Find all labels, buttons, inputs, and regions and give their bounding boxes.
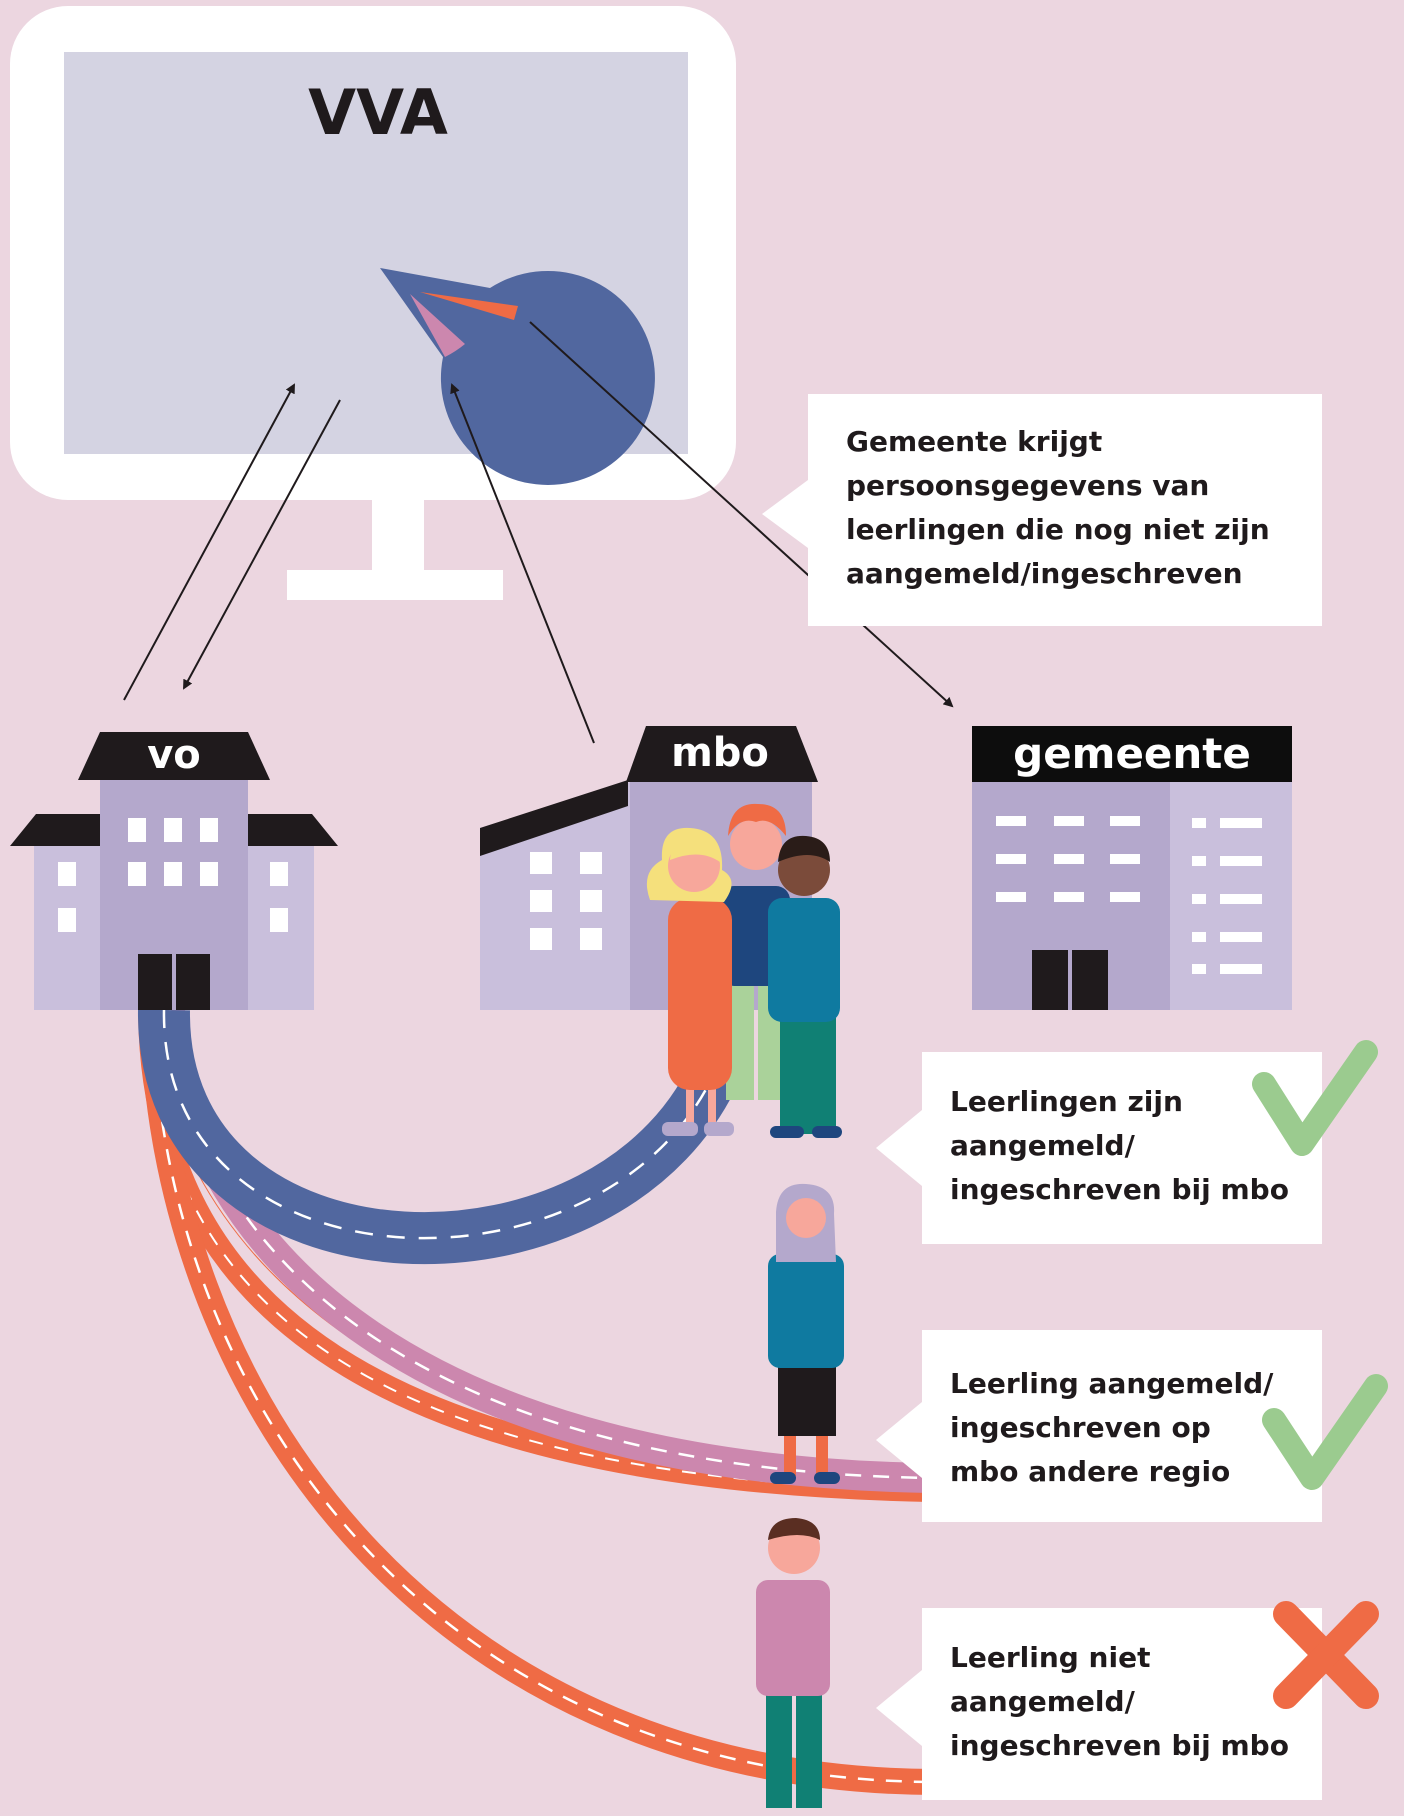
monitor-foot [287, 570, 503, 600]
person-pink-shirt [756, 1518, 830, 1808]
callout-gemeente: Gemeente krijgt persoonsgegevens van lee… [808, 394, 1322, 626]
callout-gemeente-text: Gemeente krijgt persoonsgegevens van lee… [846, 425, 1270, 590]
arrow-vva-to-gemeente [529, 321, 954, 708]
callout-pointer-not [876, 1670, 922, 1746]
road-mbo [137, 1009, 745, 1265]
screen-title: VVA [308, 76, 448, 149]
windows [530, 852, 602, 950]
windows [58, 818, 288, 932]
pie-slice-pink [410, 294, 465, 357]
windows [996, 816, 1262, 974]
callout-pointer-region [876, 1402, 922, 1478]
callout-mbo-registered: Leerlingen zijn aangemeld/ ingeschreven … [922, 1052, 1322, 1244]
building-gemeente: gemeente [972, 726, 1292, 1010]
pie-slice-main [380, 268, 655, 485]
roof-vo [78, 732, 270, 780]
pie-chart [380, 268, 655, 485]
label-gemeente: gemeente [1013, 729, 1251, 778]
roads-main [137, 1008, 936, 1795]
person-hijab [768, 1183, 844, 1484]
callout-other-region: Leerling aangemeld/ ingeschreven op mbo … [922, 1330, 1322, 1522]
label-mbo: mbo [671, 730, 769, 776]
students-group [646, 803, 842, 1138]
arrow-vo-to-vva [123, 383, 295, 701]
arrow-vva-to-vo [183, 399, 341, 690]
person-dark-boy [768, 835, 842, 1138]
building-vo: vo [10, 732, 338, 1010]
roof-left [10, 814, 100, 846]
callout-pointer-mbo [876, 1110, 922, 1186]
monitor-neck [372, 500, 424, 572]
monitor: VVA [10, 6, 736, 600]
callout-pointer-gemeente [762, 480, 808, 548]
person-blonde [646, 827, 734, 1136]
arrow-mbo-to-vva [450, 383, 595, 744]
callout-not-registered: Leerling niet aangemeld/ ingeschreven bi… [922, 1608, 1322, 1800]
label-vo: vo [147, 732, 201, 778]
callout-mbo-registered-text: Leerlingen zijn aangemeld/ ingeschreven … [950, 1085, 1289, 1206]
callout-other-region-text: Leerling aangemeld/ ingeschreven op mbo … [950, 1367, 1274, 1488]
roof-right [248, 814, 338, 846]
roof-gemeente [972, 726, 1292, 782]
data-flow-arrows [123, 321, 954, 744]
pie-slice-orange [420, 292, 518, 320]
roof-mbo-left [480, 780, 628, 856]
callout-not-registered-text: Leerling niet aangemeld/ ingeschreven bi… [950, 1641, 1289, 1762]
roof-mbo [626, 726, 818, 782]
